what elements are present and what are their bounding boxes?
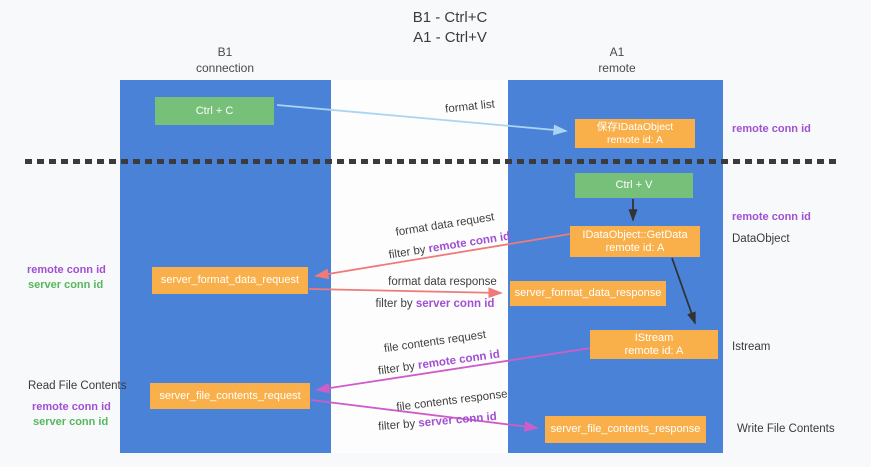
getdata-line2: remote id: A xyxy=(605,241,665,254)
filter-prefix: filter by xyxy=(375,298,416,310)
ctrl-v-box: Ctrl + V xyxy=(575,173,693,198)
server-file-contents-response-label: server_file_contents_response xyxy=(550,423,701,435)
right-column-role: remote xyxy=(598,61,636,75)
server-format-data-request-label: server_format_data_request xyxy=(160,274,300,286)
right-column-header: A1 remote xyxy=(552,44,682,76)
right-remote-conn-id-label-2: remote conn id xyxy=(732,211,811,223)
idataobject-getdata-box: IDataObject::GetData remote id: A xyxy=(570,226,700,257)
left-server-conn-id-label-1: server conn id xyxy=(28,279,104,291)
read-file-contents-label: Read File Contents xyxy=(28,380,127,392)
istream-line2: remote id: A xyxy=(624,344,684,357)
file-contents-request-arrow xyxy=(315,347,592,394)
save-idataobject-line1: 保存IDataObject xyxy=(596,120,674,133)
server-format-data-response-label: server_format_data_response xyxy=(514,287,662,299)
left-column-role: connection xyxy=(195,61,255,75)
server-format-data-request-box: server_format_data_request xyxy=(152,267,308,294)
ctrl-c-box: Ctrl + C xyxy=(155,97,274,125)
ctrl-v-label: Ctrl + V xyxy=(615,179,653,191)
save-idataobject-box: 保存IDataObject remote id: A xyxy=(575,119,695,148)
istream-side-label: Istream xyxy=(732,341,771,353)
left-column-name: B1 xyxy=(217,45,233,59)
title-line-1: B1 - Ctrl+C xyxy=(412,9,488,26)
format-data-response-label: format data response xyxy=(388,276,497,288)
diagram-title: B1 - Ctrl+C A1 - Ctrl+V xyxy=(300,8,600,48)
format-list-arrow xyxy=(276,104,568,136)
middle-lane-background xyxy=(331,80,508,453)
ctrl-c-label: Ctrl + C xyxy=(195,104,234,117)
title-line-2: A1 - Ctrl+V xyxy=(413,29,487,46)
server-conn-id-key: server conn id xyxy=(415,298,495,310)
format-data-response-arrow xyxy=(308,287,503,299)
server-format-data-response-box: server_format_data_response xyxy=(510,281,666,306)
server-file-contents-request-label: server_file_contents_request xyxy=(159,389,301,402)
save-idataobject-line2: remote id: A xyxy=(606,133,664,146)
right-remote-conn-id-label-1: remote conn id xyxy=(732,123,811,135)
format-data-request-arrow xyxy=(314,233,571,280)
server-file-contents-request-box: server_file_contents_request xyxy=(150,383,310,409)
server-file-contents-response-box: server_file_contents_response xyxy=(545,416,706,443)
left-column-header: B1 connection xyxy=(160,44,290,76)
getdata-line1: IDataObject::GetData xyxy=(582,228,688,241)
left-server-conn-id-label-2: server conn id xyxy=(33,416,109,428)
left-remote-conn-id-label-1: remote conn id xyxy=(27,264,106,276)
getdata-to-istream-arrow xyxy=(671,257,696,325)
dashed-separator xyxy=(25,159,838,164)
filter-by-server-conn-id-label-1: filter by server conn id xyxy=(374,298,496,310)
right-column-name: A1 xyxy=(609,45,625,59)
write-file-contents-label: Write File Contents xyxy=(737,423,835,435)
istream-box: IStream remote id: A xyxy=(590,330,718,359)
file-contents-response-arrow xyxy=(310,399,539,432)
dataobject-label: DataObject xyxy=(732,233,790,245)
istream-line1: IStream xyxy=(634,331,674,344)
left-remote-conn-id-label-2: remote conn id xyxy=(32,401,111,413)
